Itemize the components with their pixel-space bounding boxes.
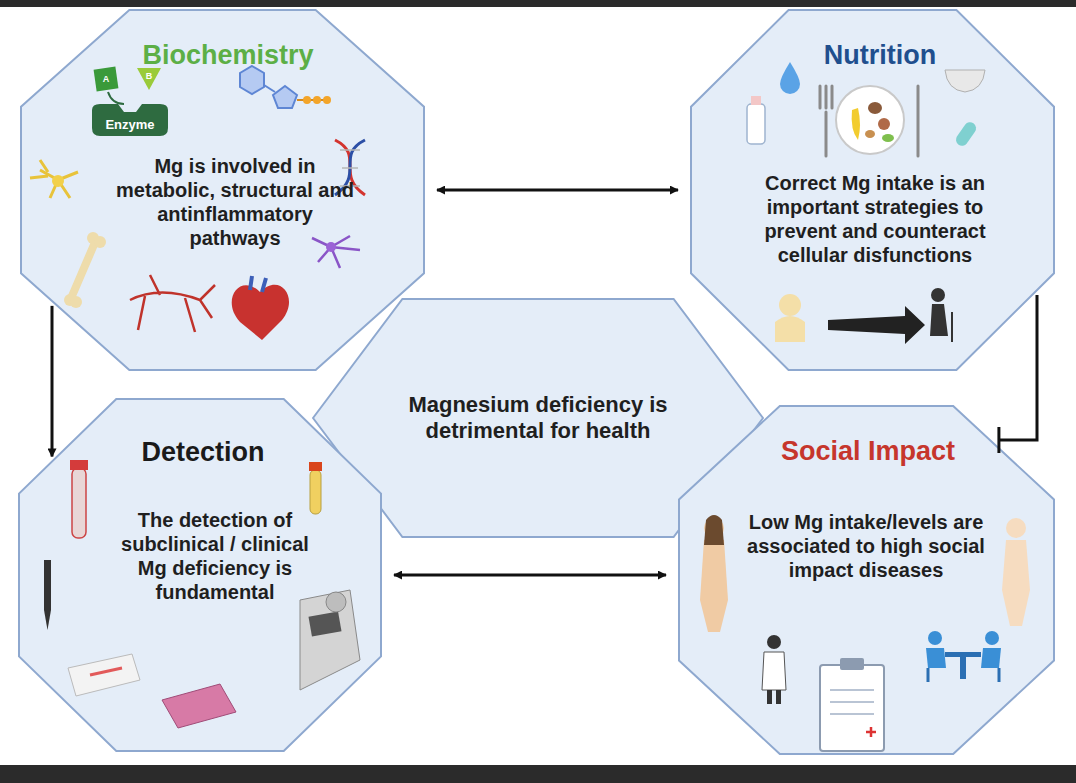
topic-octagon: DetectionThe detection of subclinical / … [18, 398, 382, 752]
connector [437, 189, 678, 192]
section-heading: Nutrition [740, 39, 1020, 71]
body-text: Low Mg intake/levels are associated to h… [739, 510, 993, 582]
body-text: The detection of subclinical / clinical … [104, 508, 326, 604]
body-text: Magnesium deficiency is detrimental for … [393, 392, 683, 445]
topic-octagon: Biochemistry Mg is involved in metabolic,… [20, 9, 425, 371]
icon-label: B [146, 72, 153, 81]
topic-octagon: NutritionCorrect Mg intake is an importa… [690, 9, 1055, 371]
section-heading: Biochemistry [78, 39, 378, 71]
body-text: Mg is involved in metabolic, structural … [115, 154, 355, 250]
connector [394, 574, 666, 577]
body-text: Correct Mg intake is an important strate… [744, 171, 1006, 267]
section-heading: Detection [73, 436, 333, 468]
inhibition-bar [997, 427, 1000, 453]
topic-octagon: Social ImpactLow Mg intake/levels are as… [678, 405, 1055, 755]
center-hexagon: Magnesium deficiency is detrimental for … [312, 298, 764, 538]
shape-outline [21, 10, 424, 370]
shape-outline [691, 10, 1054, 370]
shape-outline [679, 406, 1054, 754]
shape-outline [19, 399, 381, 751]
section-heading: Social Impact [718, 435, 1018, 467]
connector [51, 306, 54, 457]
icon-label: Enzyme [105, 118, 154, 131]
icon-label: A [103, 75, 110, 84]
